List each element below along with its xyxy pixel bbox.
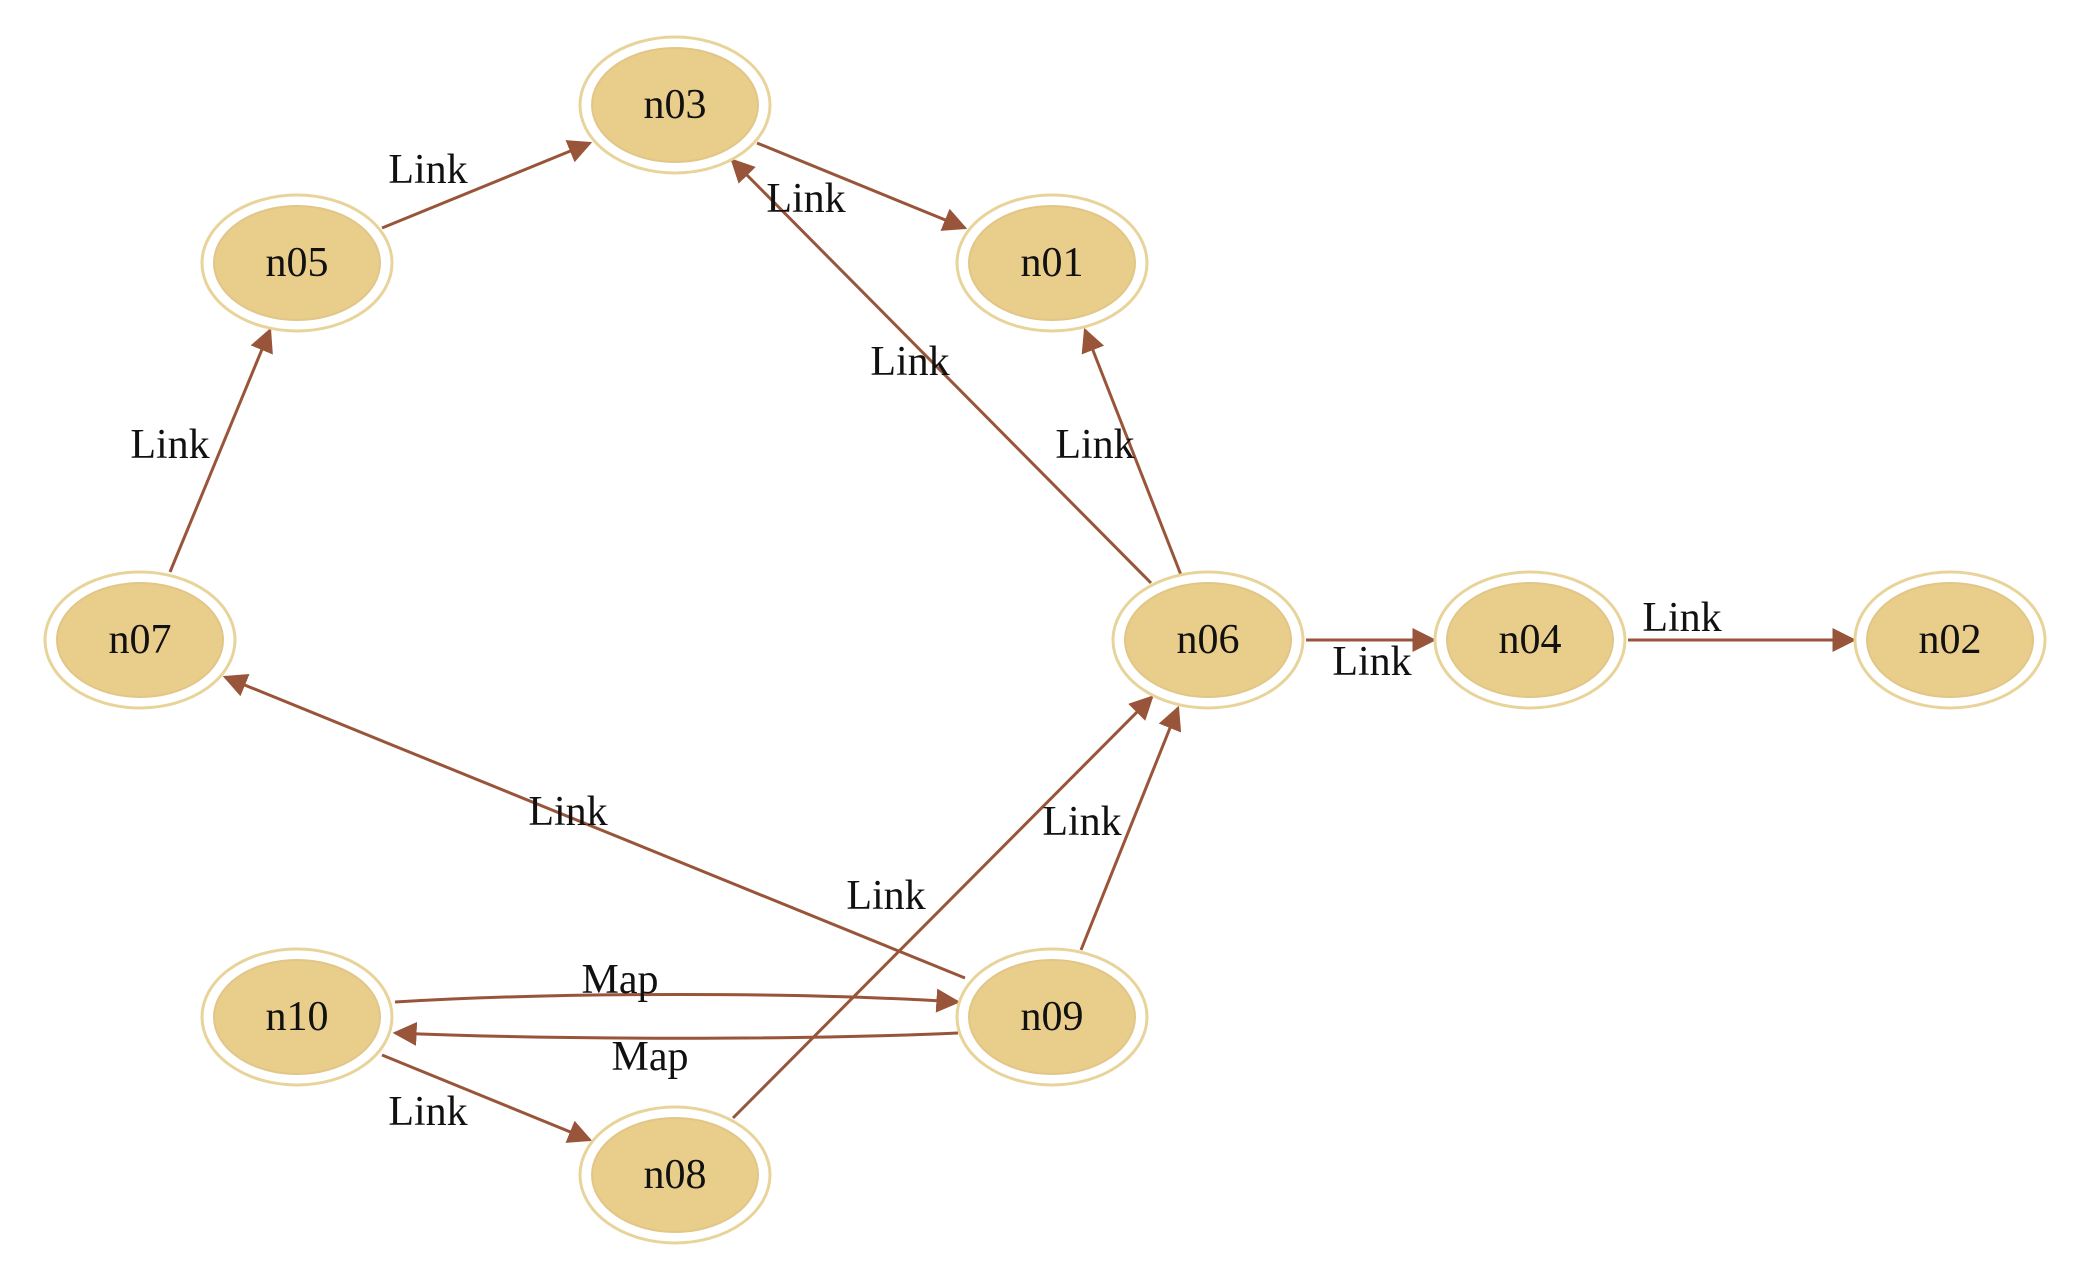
nodes-layer: n01 n02 n03 n04 n05 n06 n07 n08 n09 n10 — [43, 35, 2047, 1245]
node-label-n06: n06 — [1177, 617, 1240, 663]
edge-label-n09-to-n07: Link — [528, 789, 607, 835]
node-body — [56, 582, 224, 698]
edge-label-n06-to-n01: Link — [1055, 422, 1134, 468]
edge-n05-to-n03 — [381, 140, 593, 230]
edge-label-n08-to-n06: Link — [846, 873, 925, 919]
node-label-n04: n04 — [1499, 617, 1562, 663]
node-body — [968, 959, 1136, 1075]
node-n03[interactable]: n03 — [578, 35, 772, 175]
edge-labels-layer: LinkLinkLinkLinkLinkLinkLinkLinkLinkMapM… — [130, 147, 1721, 1135]
node-n07[interactable]: n07 — [43, 570, 237, 710]
node-body — [1866, 582, 2034, 698]
edge-label-n06-to-n04: Link — [1332, 639, 1411, 685]
node-label-n01: n01 — [1021, 240, 1084, 286]
edge-n03-to-n01 — [756, 141, 968, 231]
node-body — [591, 1117, 759, 1233]
edges-layer — [168, 140, 1857, 1143]
edge-label-n06-to-n03: Link — [870, 339, 949, 385]
edge-label-n10-to-n09: Map — [582, 957, 659, 1003]
node-body — [968, 205, 1136, 321]
node-n02[interactable]: n02 — [1853, 570, 2047, 710]
node-label-n05: n05 — [266, 240, 329, 286]
node-body — [213, 959, 381, 1075]
edge-label-n10-to-n08: Link — [388, 1089, 467, 1135]
edge-n06-to-n03 — [730, 158, 1153, 585]
edge-n09-to-n07 — [222, 674, 966, 980]
node-n05[interactable]: n05 — [200, 193, 394, 333]
edge-n09-to-n10 — [392, 1021, 959, 1046]
edge-n08-to-n06 — [731, 695, 1154, 1120]
node-body — [591, 47, 759, 163]
edge-label-n04-to-n02: Link — [1642, 595, 1721, 641]
node-n01[interactable]: n01 — [955, 193, 1149, 333]
node-n10[interactable]: n10 — [200, 947, 394, 1087]
node-body — [213, 205, 381, 321]
edge-label-extra: Link — [766, 176, 845, 222]
node-n09[interactable]: n09 — [955, 947, 1149, 1087]
node-n04[interactable]: n04 — [1433, 570, 1627, 710]
edge-n09-to-n06 — [1079, 705, 1182, 951]
node-n08[interactable]: n08 — [578, 1105, 772, 1245]
node-label-n08: n08 — [644, 1152, 707, 1198]
edge-label-n09-to-n06: Link — [1042, 799, 1121, 845]
node-label-n02: n02 — [1919, 617, 1982, 663]
edge-label-n07-to-n05: Link — [130, 422, 209, 468]
node-label-n07: n07 — [109, 617, 172, 663]
node-body — [1124, 582, 1292, 698]
edge-n06-to-n01 — [1081, 327, 1183, 576]
node-label-n10: n10 — [266, 994, 329, 1040]
edge-label-n05-to-n03: Link — [388, 147, 467, 193]
edge-label-n09-to-n10: Map — [612, 1034, 689, 1080]
node-label-n03: n03 — [644, 82, 707, 128]
node-body — [1446, 582, 1614, 698]
edge-n10-to-n08 — [381, 1053, 593, 1143]
edge-n10-to-n09 — [394, 988, 961, 1013]
node-n06[interactable]: n06 — [1111, 570, 1305, 710]
edge-n07-to-n05 — [168, 327, 273, 573]
node-label-n09: n09 — [1021, 994, 1084, 1040]
